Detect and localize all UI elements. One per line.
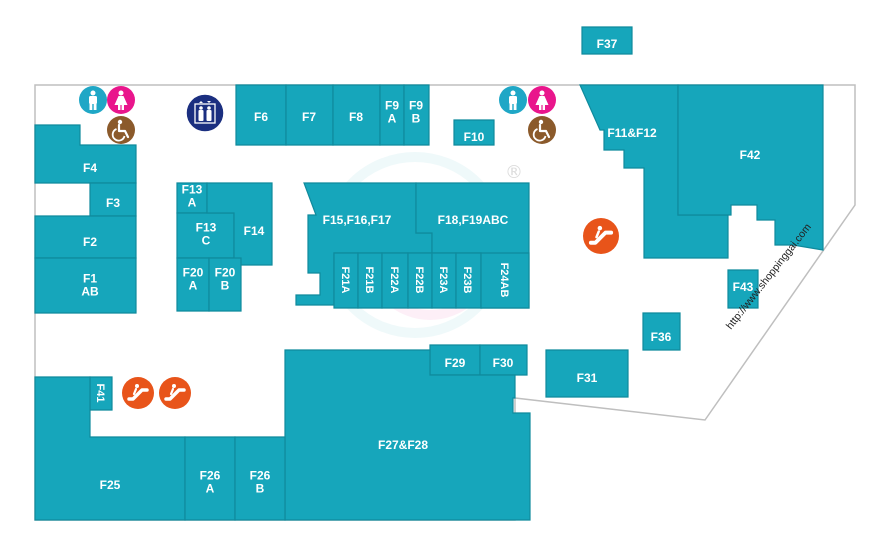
shop-area[interactable] [208,257,242,312]
shop-area[interactable] [581,26,633,55]
male-toilet-icon[interactable] [79,86,107,114]
shop-area[interactable] [285,84,334,146]
shop-area[interactable] [333,252,359,309]
shop-f21b[interactable]: F21B [357,252,383,309]
shop-f7[interactable]: F7 [285,84,334,146]
amenities-layer [79,86,619,409]
shop-f29[interactable]: F29 [429,344,481,376]
shop-area[interactable] [89,376,113,411]
shop-area[interactable] [184,436,236,521]
female-toilet-icon[interactable] [107,86,135,114]
shop-area[interactable] [381,252,409,309]
shop-f22a[interactable]: F22A [381,252,409,309]
shop-f10[interactable]: F10 [453,119,495,146]
escalator-icon[interactable] [583,218,619,254]
shop-area[interactable] [176,182,208,214]
shop-area[interactable] [34,124,137,184]
shop-area[interactable] [429,344,481,376]
shop-f24ab[interactable]: F24AB [480,252,530,309]
shop-f21a[interactable]: F21A [333,252,359,309]
shop-area[interactable] [453,119,495,146]
shop-area[interactable] [34,257,137,314]
shop-area[interactable] [176,257,210,312]
shop-area[interactable] [480,252,530,309]
shop-f37[interactable]: F37 [581,26,633,55]
shop-f3[interactable]: F3 [89,182,137,217]
shop-f30[interactable]: F30 [479,344,528,376]
shop-area[interactable] [235,84,287,146]
shop-f6[interactable]: F6 [235,84,287,146]
shop-area[interactable] [727,269,759,309]
shop-f31[interactable]: F31 [545,349,629,398]
escalator-icon[interactable] [159,377,191,409]
female-toilet-icon[interactable] [528,86,556,114]
shop-f27f28[interactable]: F27&F28 [284,349,531,521]
shop-area[interactable] [34,215,137,259]
accessible-toilet-icon[interactable] [528,116,556,144]
shop-f41[interactable]: F41 [89,376,113,411]
shop-f23b[interactable]: F23B [455,252,482,309]
shop-f2[interactable]: F2 [34,215,137,259]
shop-area[interactable] [642,312,681,351]
shop-area[interactable] [176,212,235,259]
shop-area[interactable] [357,252,383,309]
shop-area[interactable] [545,349,629,398]
watermark-mark: ® [505,162,523,183]
shop-f23a[interactable]: F23A [431,252,457,309]
shop-area[interactable] [379,84,405,146]
male-toilet-icon[interactable] [499,86,527,114]
escalator-icon[interactable] [122,377,154,409]
shop-f8[interactable]: F8 [332,84,381,146]
shop-area[interactable] [407,252,433,309]
elevator-icon[interactable] [185,93,225,133]
shop-area[interactable] [677,84,824,251]
shop-area[interactable] [403,84,430,146]
shop-area[interactable] [89,182,137,217]
shop-area[interactable] [234,436,286,521]
accessible-toilet-icon[interactable] [107,116,135,144]
shop-f36[interactable]: F36 [642,312,681,351]
shop-area[interactable] [332,84,381,146]
shop-area[interactable] [284,349,531,521]
shop-area[interactable] [431,252,457,309]
shop-area[interactable] [479,344,528,376]
shop-area[interactable] [455,252,482,309]
shop-f22b[interactable]: F22B [407,252,433,309]
